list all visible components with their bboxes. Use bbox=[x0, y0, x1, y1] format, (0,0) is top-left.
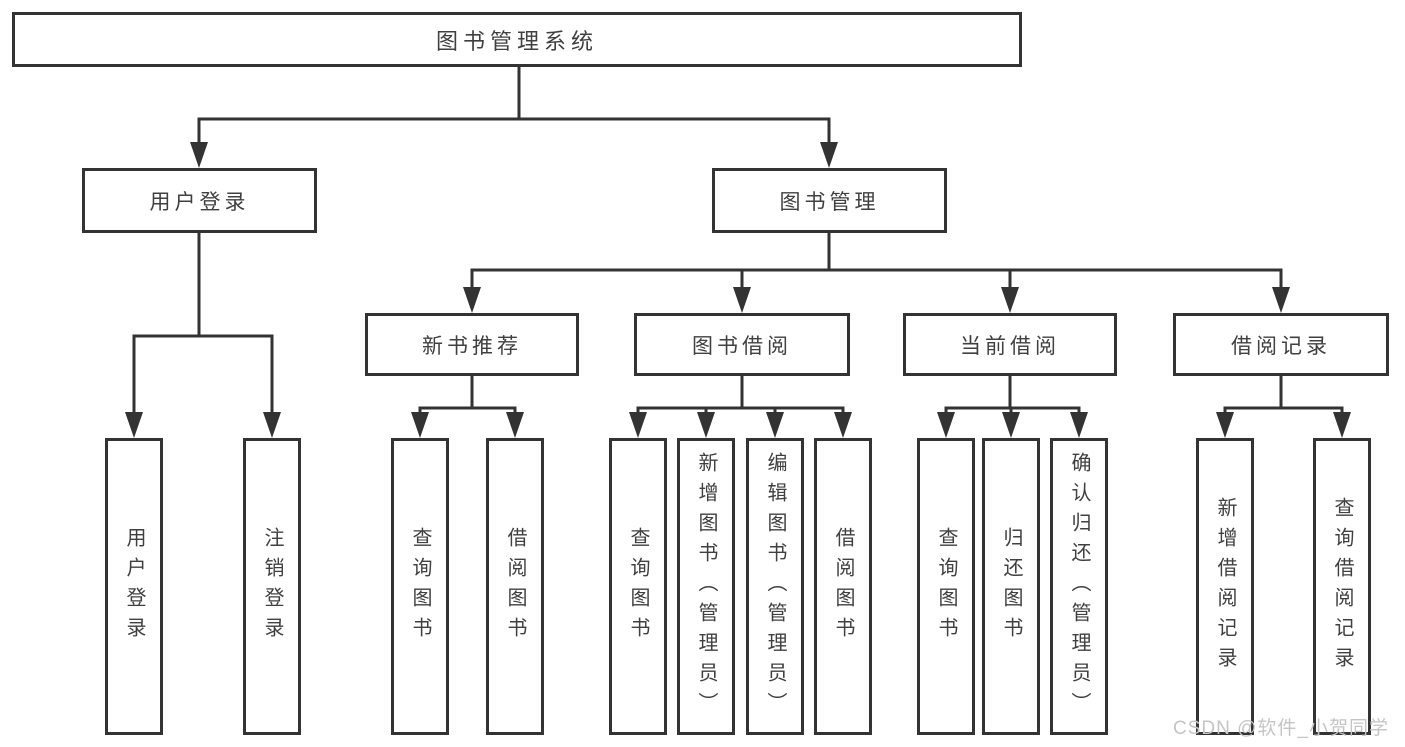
node-book-mgmt-label: 图书管理 bbox=[779, 190, 880, 214]
node-new-books: 新书推荐 bbox=[365, 313, 579, 376]
node-borrow-records-label: 借阅记录 bbox=[1231, 334, 1331, 358]
leaf-query-borrow-record-label: 查询借阅记录 bbox=[1331, 496, 1353, 677]
leaf-borrow-books-1-label: 借阅图书 bbox=[504, 526, 526, 647]
node-book-borrow: 图书借阅 bbox=[634, 313, 850, 376]
node-book-borrow-label: 图书借阅 bbox=[692, 334, 792, 358]
leaf-user-login: 用户登录 bbox=[105, 438, 163, 735]
node-user-login: 用户登录 bbox=[82, 168, 317, 233]
leaf-borrow-books-2-label: 借阅图书 bbox=[832, 526, 854, 647]
leaf-confirm-return-admin: 确认归还（管理员） bbox=[1050, 438, 1108, 735]
leaf-add-borrow-record-label: 新增借阅记录 bbox=[1214, 496, 1236, 677]
leaf-query-books-1-label: 查询图书 bbox=[409, 526, 431, 647]
leaf-confirm-return-admin-label: 确认归还（管理员） bbox=[1068, 451, 1090, 722]
node-user-login-label: 用户登录 bbox=[149, 190, 250, 214]
csdn-watermark: CSDN @软件_小贺同学 bbox=[1173, 718, 1389, 739]
leaf-logout-label: 注销登录 bbox=[261, 526, 283, 647]
leaf-return-books: 归还图书 bbox=[982, 438, 1040, 735]
node-borrow-records: 借阅记录 bbox=[1173, 313, 1389, 376]
leaf-return-books-label: 归还图书 bbox=[1000, 526, 1022, 647]
node-book-mgmt: 图书管理 bbox=[712, 168, 947, 233]
node-root: 图书管理系统 bbox=[12, 12, 1022, 67]
leaf-borrow-books-1: 借阅图书 bbox=[486, 438, 544, 735]
leaf-add-book-admin: 新增图书（管理员） bbox=[677, 438, 735, 735]
node-root-label: 图书管理系统 bbox=[435, 28, 598, 54]
leaf-user-login-label: 用户登录 bbox=[123, 526, 145, 647]
node-current-borrow-label: 当前借阅 bbox=[960, 334, 1060, 358]
leaf-query-books-3: 查询图书 bbox=[917, 438, 975, 735]
node-current-borrow: 当前借阅 bbox=[903, 313, 1117, 376]
leaf-query-borrow-record: 查询借阅记录 bbox=[1313, 438, 1371, 735]
leaf-edit-book-admin: 编辑图书（管理员） bbox=[746, 438, 804, 735]
leaf-edit-book-admin-label: 编辑图书（管理员） bbox=[764, 451, 786, 722]
leaf-query-books-1: 查询图书 bbox=[391, 438, 449, 735]
leaf-logout: 注销登录 bbox=[243, 438, 301, 735]
leaf-add-borrow-record: 新增借阅记录 bbox=[1196, 438, 1254, 735]
leaf-query-books-2-label: 查询图书 bbox=[627, 526, 649, 647]
leaf-add-book-admin-label: 新增图书（管理员） bbox=[695, 451, 717, 722]
leaf-query-books-3-label: 查询图书 bbox=[935, 526, 957, 647]
node-new-books-label: 新书推荐 bbox=[422, 334, 522, 358]
leaf-borrow-books-2: 借阅图书 bbox=[814, 438, 872, 735]
leaf-query-books-2: 查询图书 bbox=[609, 438, 667, 735]
